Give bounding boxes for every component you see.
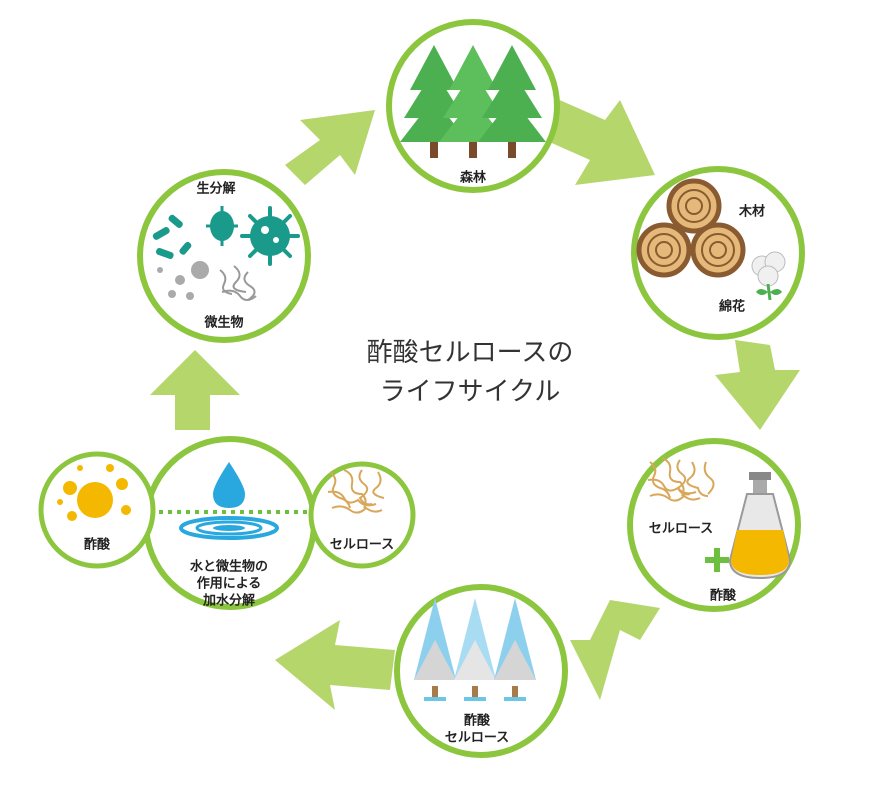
hydrolysis-label-line3: 加水分解: [203, 593, 255, 610]
arrow-forest-to-wood: [545, 98, 655, 185]
center-title-line1: 酢酸セルロースの: [367, 335, 574, 371]
arrow-wood-to-cellulose: [715, 340, 800, 430]
biodegrade-top-label: 生分解: [196, 181, 235, 198]
node-forest: [389, 22, 557, 190]
acetate-label-line1: 酢酸: [464, 713, 490, 730]
hydrolysis-label-line2: 作用による: [197, 576, 262, 593]
acetic-small-label: 酢酸: [84, 537, 110, 554]
arrow-acetate-to-hydrolysis: [275, 620, 395, 710]
cellulose-small-label: セルロース: [330, 537, 394, 554]
biodegrade-bottom-label: 微生物: [204, 315, 243, 332]
cotton-label: 綿花: [719, 299, 745, 316]
acid-label: 酢酸: [710, 588, 736, 605]
arrow-hydrolysis-to-biodegrade: [150, 350, 240, 430]
hydrolysis-label-line1: 水と微生物の: [190, 559, 268, 576]
forest-label: 森林: [460, 170, 486, 187]
arrow-cellulose-to-acetate: [570, 600, 660, 700]
cellulose-label: セルロース: [649, 521, 713, 538]
wood-label: 木材: [739, 204, 765, 221]
acetate-label-line2: セルロース: [445, 730, 509, 747]
arrow-biodegrade-to-forest: [285, 110, 375, 185]
center-title-line2: ライフサイクル: [380, 374, 561, 410]
